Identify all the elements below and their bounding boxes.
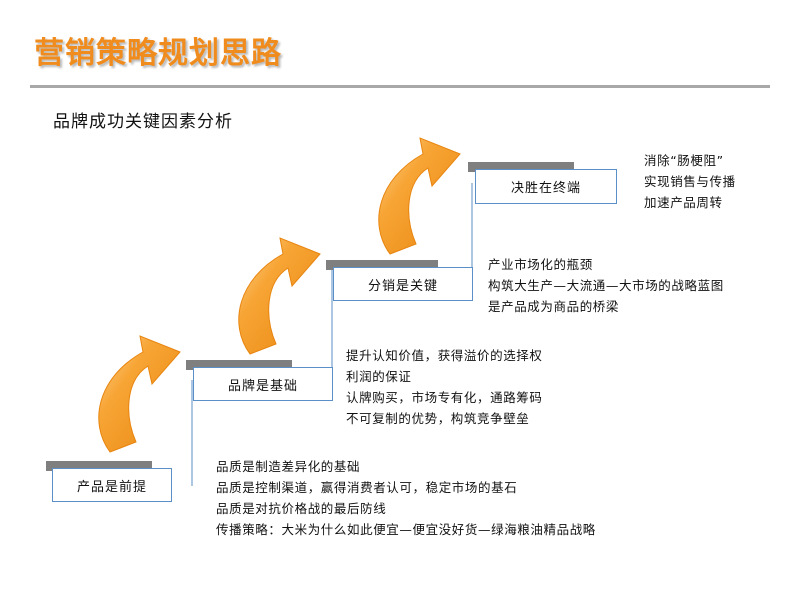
subtitle: 品牌成功关键因素分析 — [53, 112, 233, 132]
step-notes-brand: 提升认知价值，获得溢价的选择权 利润的保证 认牌购买，市场专有化，通路筹码 不可… — [346, 345, 543, 429]
curved-arrow-icon — [238, 237, 321, 355]
step-shadow — [326, 260, 438, 270]
step-shadow — [468, 162, 574, 172]
title-divider — [30, 85, 770, 88]
note-line: 不可复制的优势，构筑竞争壁垒 — [346, 411, 530, 426]
note-line: 传播策略：大米为什么如此便宜—便宜没好货—绿海粮油精品战略 — [216, 522, 596, 537]
note-line: 是产品成为商品的桥梁 — [488, 299, 620, 314]
note-line: 消除“肠梗阻” — [644, 153, 724, 168]
note-line: 品质是控制渠道，赢得消费者认可，稳定市场的基石 — [216, 480, 518, 495]
note-line: 加速产品周转 — [644, 195, 723, 210]
step-brand: 品牌是基础 — [193, 367, 333, 401]
note-line: 品质是对抗价格战的最后防线 — [216, 501, 387, 516]
step-label: 品牌是基础 — [227, 378, 298, 394]
step-distribution: 分销是关键 — [333, 267, 473, 301]
step-label: 决胜在终端 — [510, 181, 581, 196]
curved-arrow-icon — [98, 335, 181, 453]
step-notes-terminal: 消除“肠梗阻” 实现销售与传播 加速产品周转 — [644, 150, 736, 213]
step-terminal: 决胜在终端 — [475, 169, 617, 204]
step-label: 产品是前提 — [76, 479, 147, 495]
step-notes-distribution: 产业市场化的瓶颈 构筑大生产—大流通—大市场的战略蓝图 是产品成为商品的桥梁 — [488, 254, 724, 317]
step-product: 产品是前提 — [52, 468, 172, 502]
note-line: 产业市场化的瓶颈 — [488, 257, 593, 272]
step-shadow — [46, 461, 152, 471]
note-line: 认牌购买，市场专有化，通路筹码 — [346, 390, 543, 405]
curved-arrow-icon — [378, 137, 461, 255]
note-line: 提升认知价值，获得溢价的选择权 — [346, 348, 543, 363]
step-label: 分销是关键 — [367, 278, 438, 294]
note-line: 利润的保证 — [346, 369, 412, 384]
note-line: 构筑大生产—大流通—大市场的战略蓝图 — [488, 278, 724, 293]
note-line: 实现销售与传播 — [644, 174, 736, 189]
step-notes-product: 品质是制造差异化的基础 品质是控制渠道，赢得消费者认可，稳定市场的基石 品质是对… — [216, 456, 596, 540]
note-line: 品质是制造差异化的基础 — [216, 459, 361, 474]
slide-title: 营销策略规划思路 — [34, 36, 282, 71]
step-shadow — [186, 360, 292, 370]
